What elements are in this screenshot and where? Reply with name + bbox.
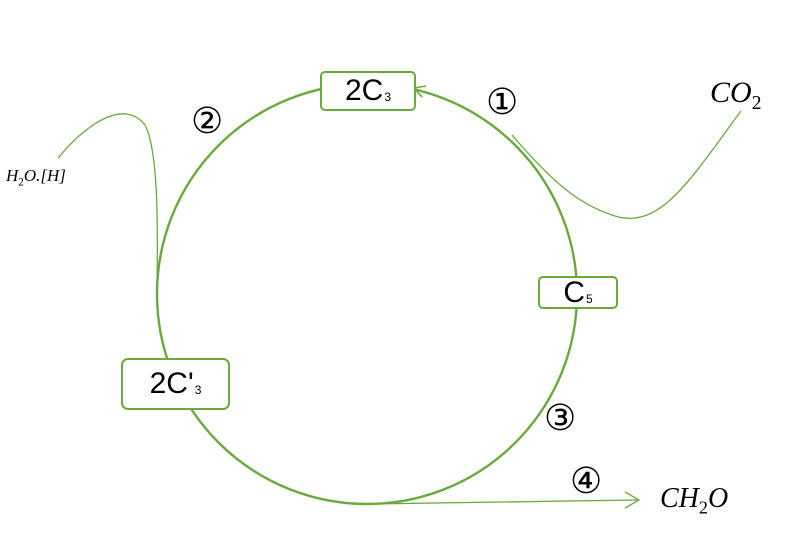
h2o-h-input-curve: [57, 113, 159, 291]
ch2o-label: CH2O: [660, 483, 728, 519]
co2-label: CO2: [710, 76, 761, 115]
h2o-h-label-post: O.[H]: [23, 166, 66, 185]
ch2o-label-pre: CH: [660, 483, 699, 514]
co2-input-curve: [511, 110, 742, 219]
calvin-cycle-circle: [155, 82, 579, 506]
step-2-marker: ②: [191, 101, 224, 142]
c3-prime-subscript: 3: [194, 383, 202, 397]
ch2o-label-post: O: [708, 483, 729, 514]
c3-label: 2C: [344, 74, 384, 107]
c3-prime-label: 2C': [149, 367, 194, 400]
step-1-marker: ①: [486, 82, 519, 123]
step-4-marker: ④: [570, 461, 603, 502]
ch2o-output-line: [366, 499, 639, 505]
h2o-h-label: H2O.[H]: [6, 166, 66, 188]
h2o-h-label-subscript: 2: [18, 176, 24, 189]
step-3-marker: ③: [544, 398, 577, 439]
h2o-h-label-pre: H: [6, 166, 19, 185]
co2-label-base: CO: [710, 76, 752, 109]
c5-label: C: [563, 275, 585, 309]
ch2o-output-arrowhead: [624, 491, 641, 509]
ch2o-label-subscript: 2: [698, 497, 708, 518]
co2-label-subscript: 2: [751, 93, 762, 114]
c3-subscript: 3: [384, 90, 392, 104]
c3-prime-box: 2C'3: [121, 358, 230, 410]
c5-subscript: 5: [585, 291, 593, 306]
